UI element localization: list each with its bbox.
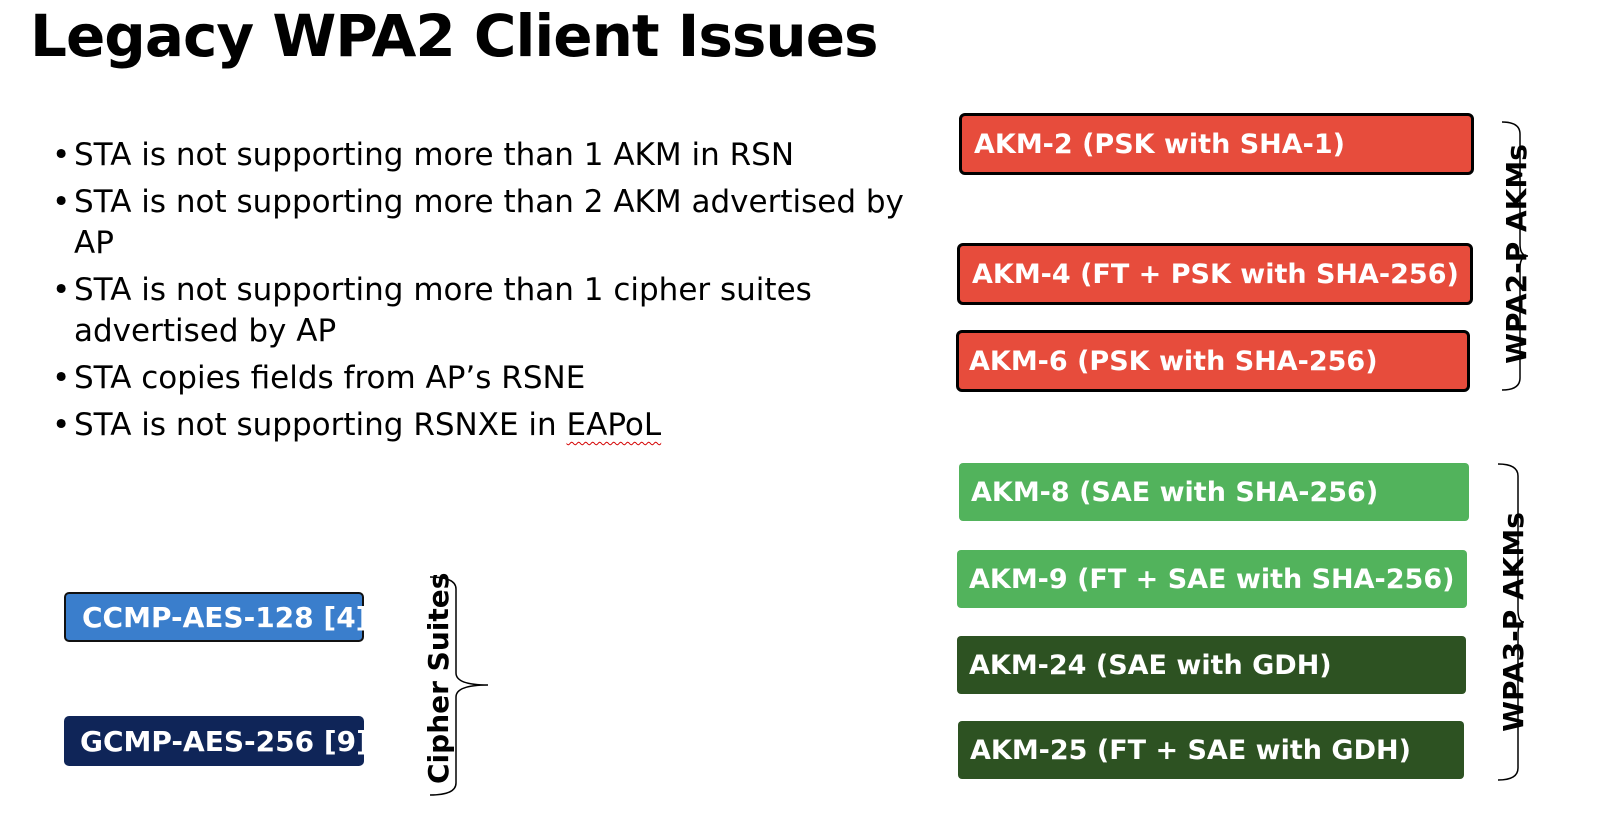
akm-4-box: AKM-4 (FT + PSK with SHA-256) <box>957 243 1473 305</box>
issue-item: STA is not supporting RSNXE in EAPoL <box>52 405 932 446</box>
issue-text: STA is not supporting RSNXE in <box>74 407 567 443</box>
ccmp-aes-128-box: CCMP-AES-128 [4] <box>64 592 368 642</box>
wpa3-akms-label: WPA3-P AKMs <box>1497 512 1530 732</box>
issue-item: STA is not supporting more than 2 AKM ad… <box>52 182 932 264</box>
cipher-suites-brace <box>429 576 489 796</box>
issue-item: STA is not supporting more than 1 cipher… <box>52 270 932 352</box>
cipher-suites-label: Cipher Suites <box>422 572 455 784</box>
issue-list: STA is not supporting more than 1 AKM in… <box>52 135 932 452</box>
akm-25-box: AKM-25 (FT + SAE with GDH) <box>958 721 1464 779</box>
akm-9-box: AKM-9 (FT + SAE with SHA-256) <box>957 550 1467 608</box>
akm-8-box: AKM-8 (SAE with SHA-256) <box>959 463 1469 521</box>
issue-item: STA is not supporting more than 1 AKM in… <box>52 135 932 176</box>
spellcheck-underlined-word: EAPoL <box>566 407 662 443</box>
issue-item: STA copies fields from AP’s RSNE <box>52 358 932 399</box>
wpa2-brace <box>1501 121 1529 391</box>
wpa3-brace <box>1497 463 1525 781</box>
wpa2-akms-label: WPA2-P AKMs <box>1500 144 1533 364</box>
gcmp-aes-256-box: GCMP-AES-256 [9] <box>64 716 369 766</box>
akm-2-box: AKM-2 (PSK with SHA-1) <box>959 113 1474 175</box>
akm-24-box: AKM-24 (SAE with GDH) <box>957 636 1466 694</box>
slide-title: Legacy WPA2 Client Issues <box>30 2 879 70</box>
akm-6-box: AKM-6 (PSK with SHA-256) <box>956 330 1470 392</box>
